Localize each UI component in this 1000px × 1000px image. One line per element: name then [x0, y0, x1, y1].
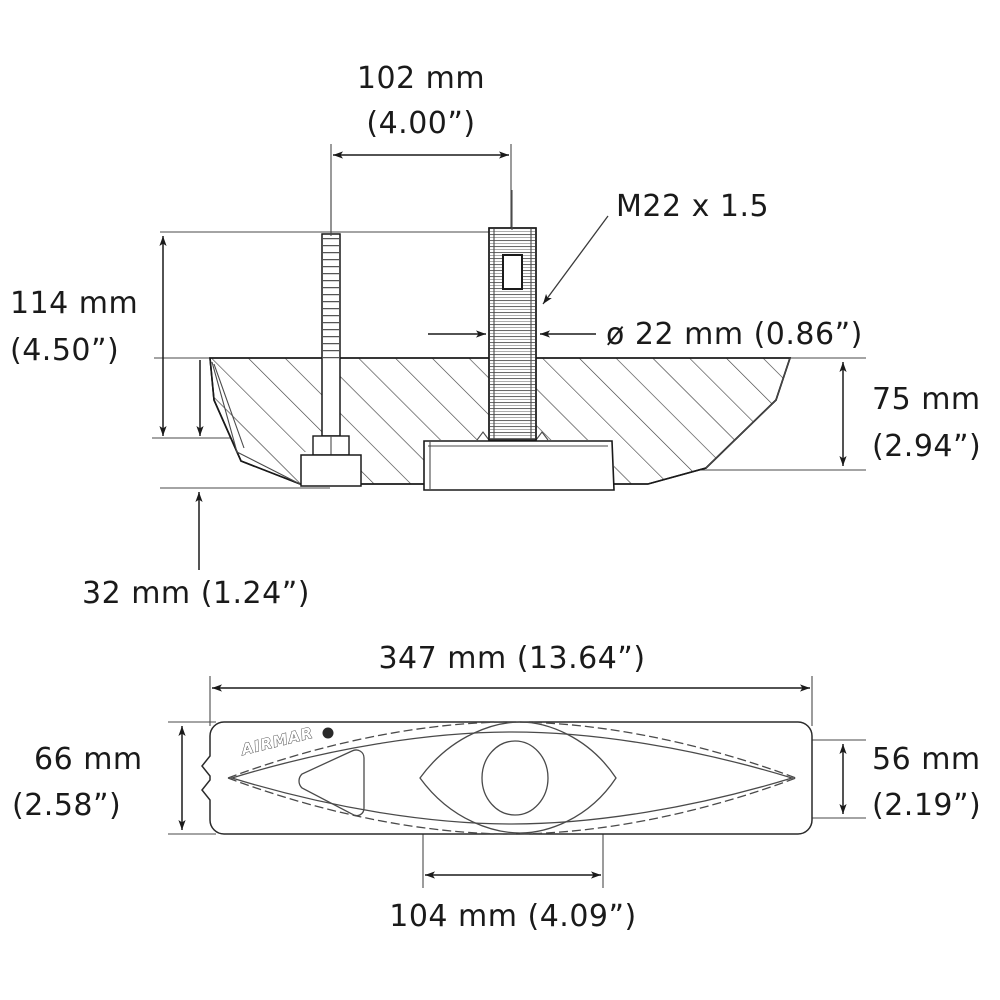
dimension-stud-spacing: 102 mm (4.00”) [333, 61, 509, 159]
dimension-below-hull-depth: 32 mm (1.24”) [82, 492, 310, 611]
cross-section-view: 102 mm (4.00”) 114 mm (4.50”) 32 mm (1.2… [10, 61, 981, 611]
dimension-right-width: 56 mm (2.19”) [839, 742, 981, 823]
acoustic-window [419, 721, 617, 834]
direction-triangle-marker [298, 749, 365, 817]
threaded-stem [488, 227, 537, 441]
mounting-bolt [300, 233, 362, 487]
dimension-right-width-value-in: (2.19”) [872, 788, 981, 823]
dimension-hull-height-value-mm: 75 mm [872, 382, 981, 417]
callout-thread-spec-label: M22 x 1.5 [616, 189, 769, 224]
dimension-left-width-value-mm: 66 mm [34, 742, 143, 777]
callout-thread-spec: M22 x 1.5 [542, 189, 769, 305]
dimension-overall-length: 347 mm (13.64”) [212, 641, 810, 692]
dimension-aperture-length-value: 104 mm (4.09”) [389, 899, 637, 934]
dimension-below-hull-depth-value: 32 mm (1.24”) [82, 576, 310, 611]
dimension-overall-height: 114 mm (4.50”) [10, 236, 167, 436]
dimension-left-width-value-in: (2.58”) [12, 788, 121, 823]
dimension-stud-spacing-value-mm: 102 mm [357, 61, 485, 96]
dimension-overall-height-value-mm: 114 mm [10, 286, 138, 321]
dimension-hull-height-value-in: (2.94”) [872, 429, 981, 464]
dimension-right-width-value-mm: 56 mm [872, 742, 981, 777]
dimension-stud-spacing-value-in: (4.00”) [366, 106, 475, 141]
dimension-aperture-length: 104 mm (4.09”) [389, 871, 637, 934]
dimension-left-width: 66 mm (2.58”) [12, 726, 186, 830]
transducer-housing-block [423, 431, 615, 491]
bottom-plan-view: 347 mm (13.64”) 66 mm (2.58”) 56 mm (2.1… [12, 641, 981, 934]
dimension-overall-height-value-in: (4.50”) [10, 333, 119, 368]
registered-mark-icon [322, 727, 334, 739]
dimension-hull-height: 75 mm (2.94”) [839, 362, 981, 466]
dimension-overall-length-value: 347 mm (13.64”) [378, 641, 645, 676]
